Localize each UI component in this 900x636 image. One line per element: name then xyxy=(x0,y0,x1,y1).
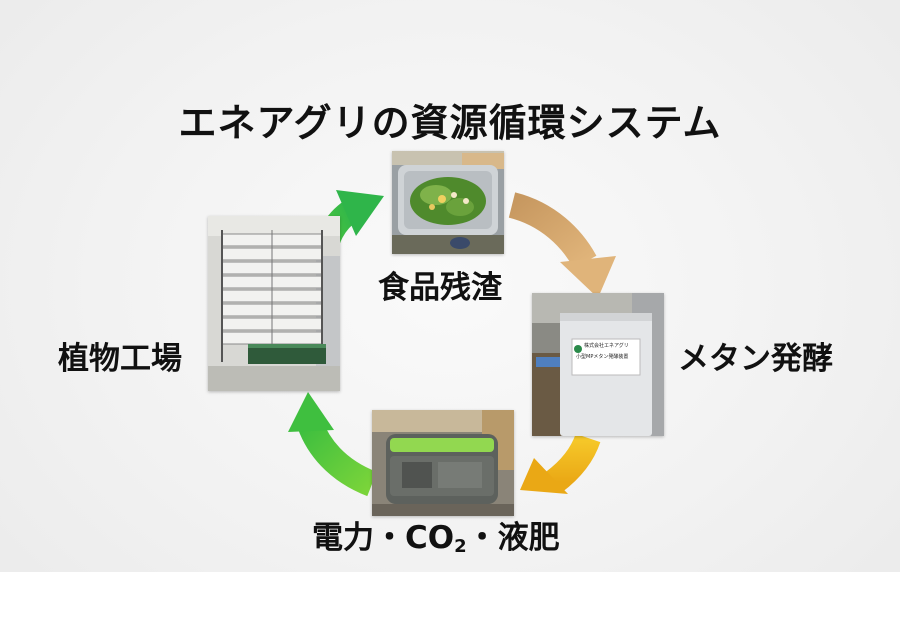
arrow-food-to-methane xyxy=(508,192,616,298)
arrow-methane-to-generator xyxy=(520,433,601,494)
food-waste-photo xyxy=(392,151,504,254)
label-plant-factory: 植物工場 xyxy=(58,341,182,377)
label-methane: メタン発酵 xyxy=(678,341,833,377)
label-food-waste: 食品残渣 xyxy=(378,270,502,306)
bottom-band xyxy=(0,572,900,636)
tank-sign-line2: 小型MPメタン発酵装置 xyxy=(576,354,629,360)
label-outputs: 電力・CO2・液肥 xyxy=(312,512,560,557)
diagram-title: エネアグリの資源循環システム xyxy=(178,101,722,145)
tank-sign: 株式会社エネアグリ 小型MPメタン発酵装置 xyxy=(576,341,640,363)
methane-tank-photo: 株式会社エネアグリ 小型MPメタン発酵装置 xyxy=(532,293,664,436)
plant-rack-photo xyxy=(208,216,340,391)
tank-sign-line1: 株式会社エネアグリ xyxy=(584,343,629,349)
label-outputs-sub: 2 xyxy=(454,536,467,557)
label-outputs-pre: 電力・CO xyxy=(312,520,455,556)
generator-photo xyxy=(372,410,514,516)
arrow-generator-to-plant xyxy=(288,392,378,497)
label-outputs-post: ・液肥 xyxy=(466,520,560,556)
